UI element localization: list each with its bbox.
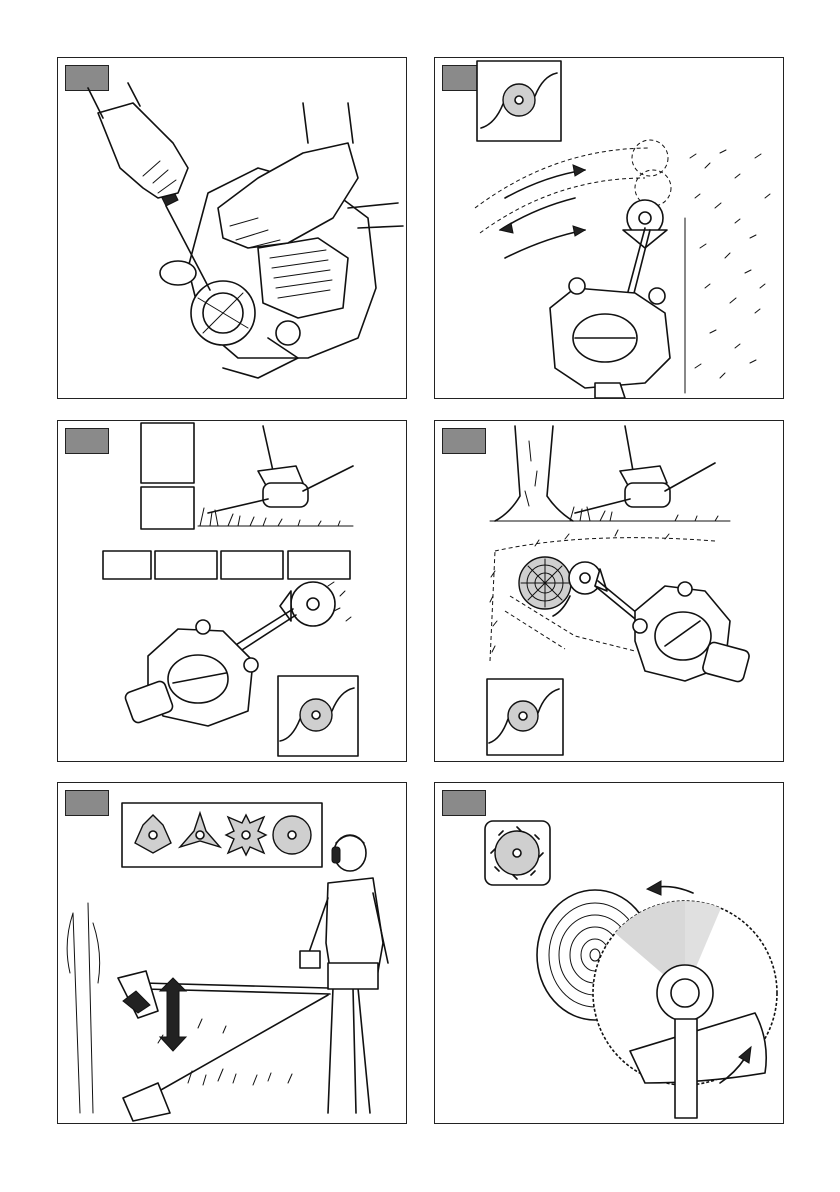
height-arrow-icon (160, 978, 186, 1051)
sweep-arrows-icon (505, 170, 585, 198)
panel-1 (57, 57, 407, 399)
engine-adjust-illustration (58, 58, 406, 398)
saw-blade-illustration (435, 783, 783, 1123)
operator-icon (124, 620, 258, 726)
tree-trim-illustration (435, 421, 783, 761)
operator-icon (300, 835, 388, 1113)
panel-6 (434, 782, 784, 1124)
panel-2 (434, 57, 784, 399)
operator-icon (550, 278, 670, 398)
blade-operator-illustration (58, 783, 406, 1123)
sweep-cut-illustration (435, 58, 783, 398)
rotation-arrow-icon (657, 887, 693, 893)
gloved-hands-icon (98, 103, 188, 198)
panel-5 (57, 782, 407, 1124)
panel-4 (434, 420, 784, 762)
tree-icon (495, 426, 573, 521)
operator-icon (633, 582, 750, 683)
grass-cut-illustration (58, 421, 406, 761)
panel-3 (57, 420, 407, 762)
